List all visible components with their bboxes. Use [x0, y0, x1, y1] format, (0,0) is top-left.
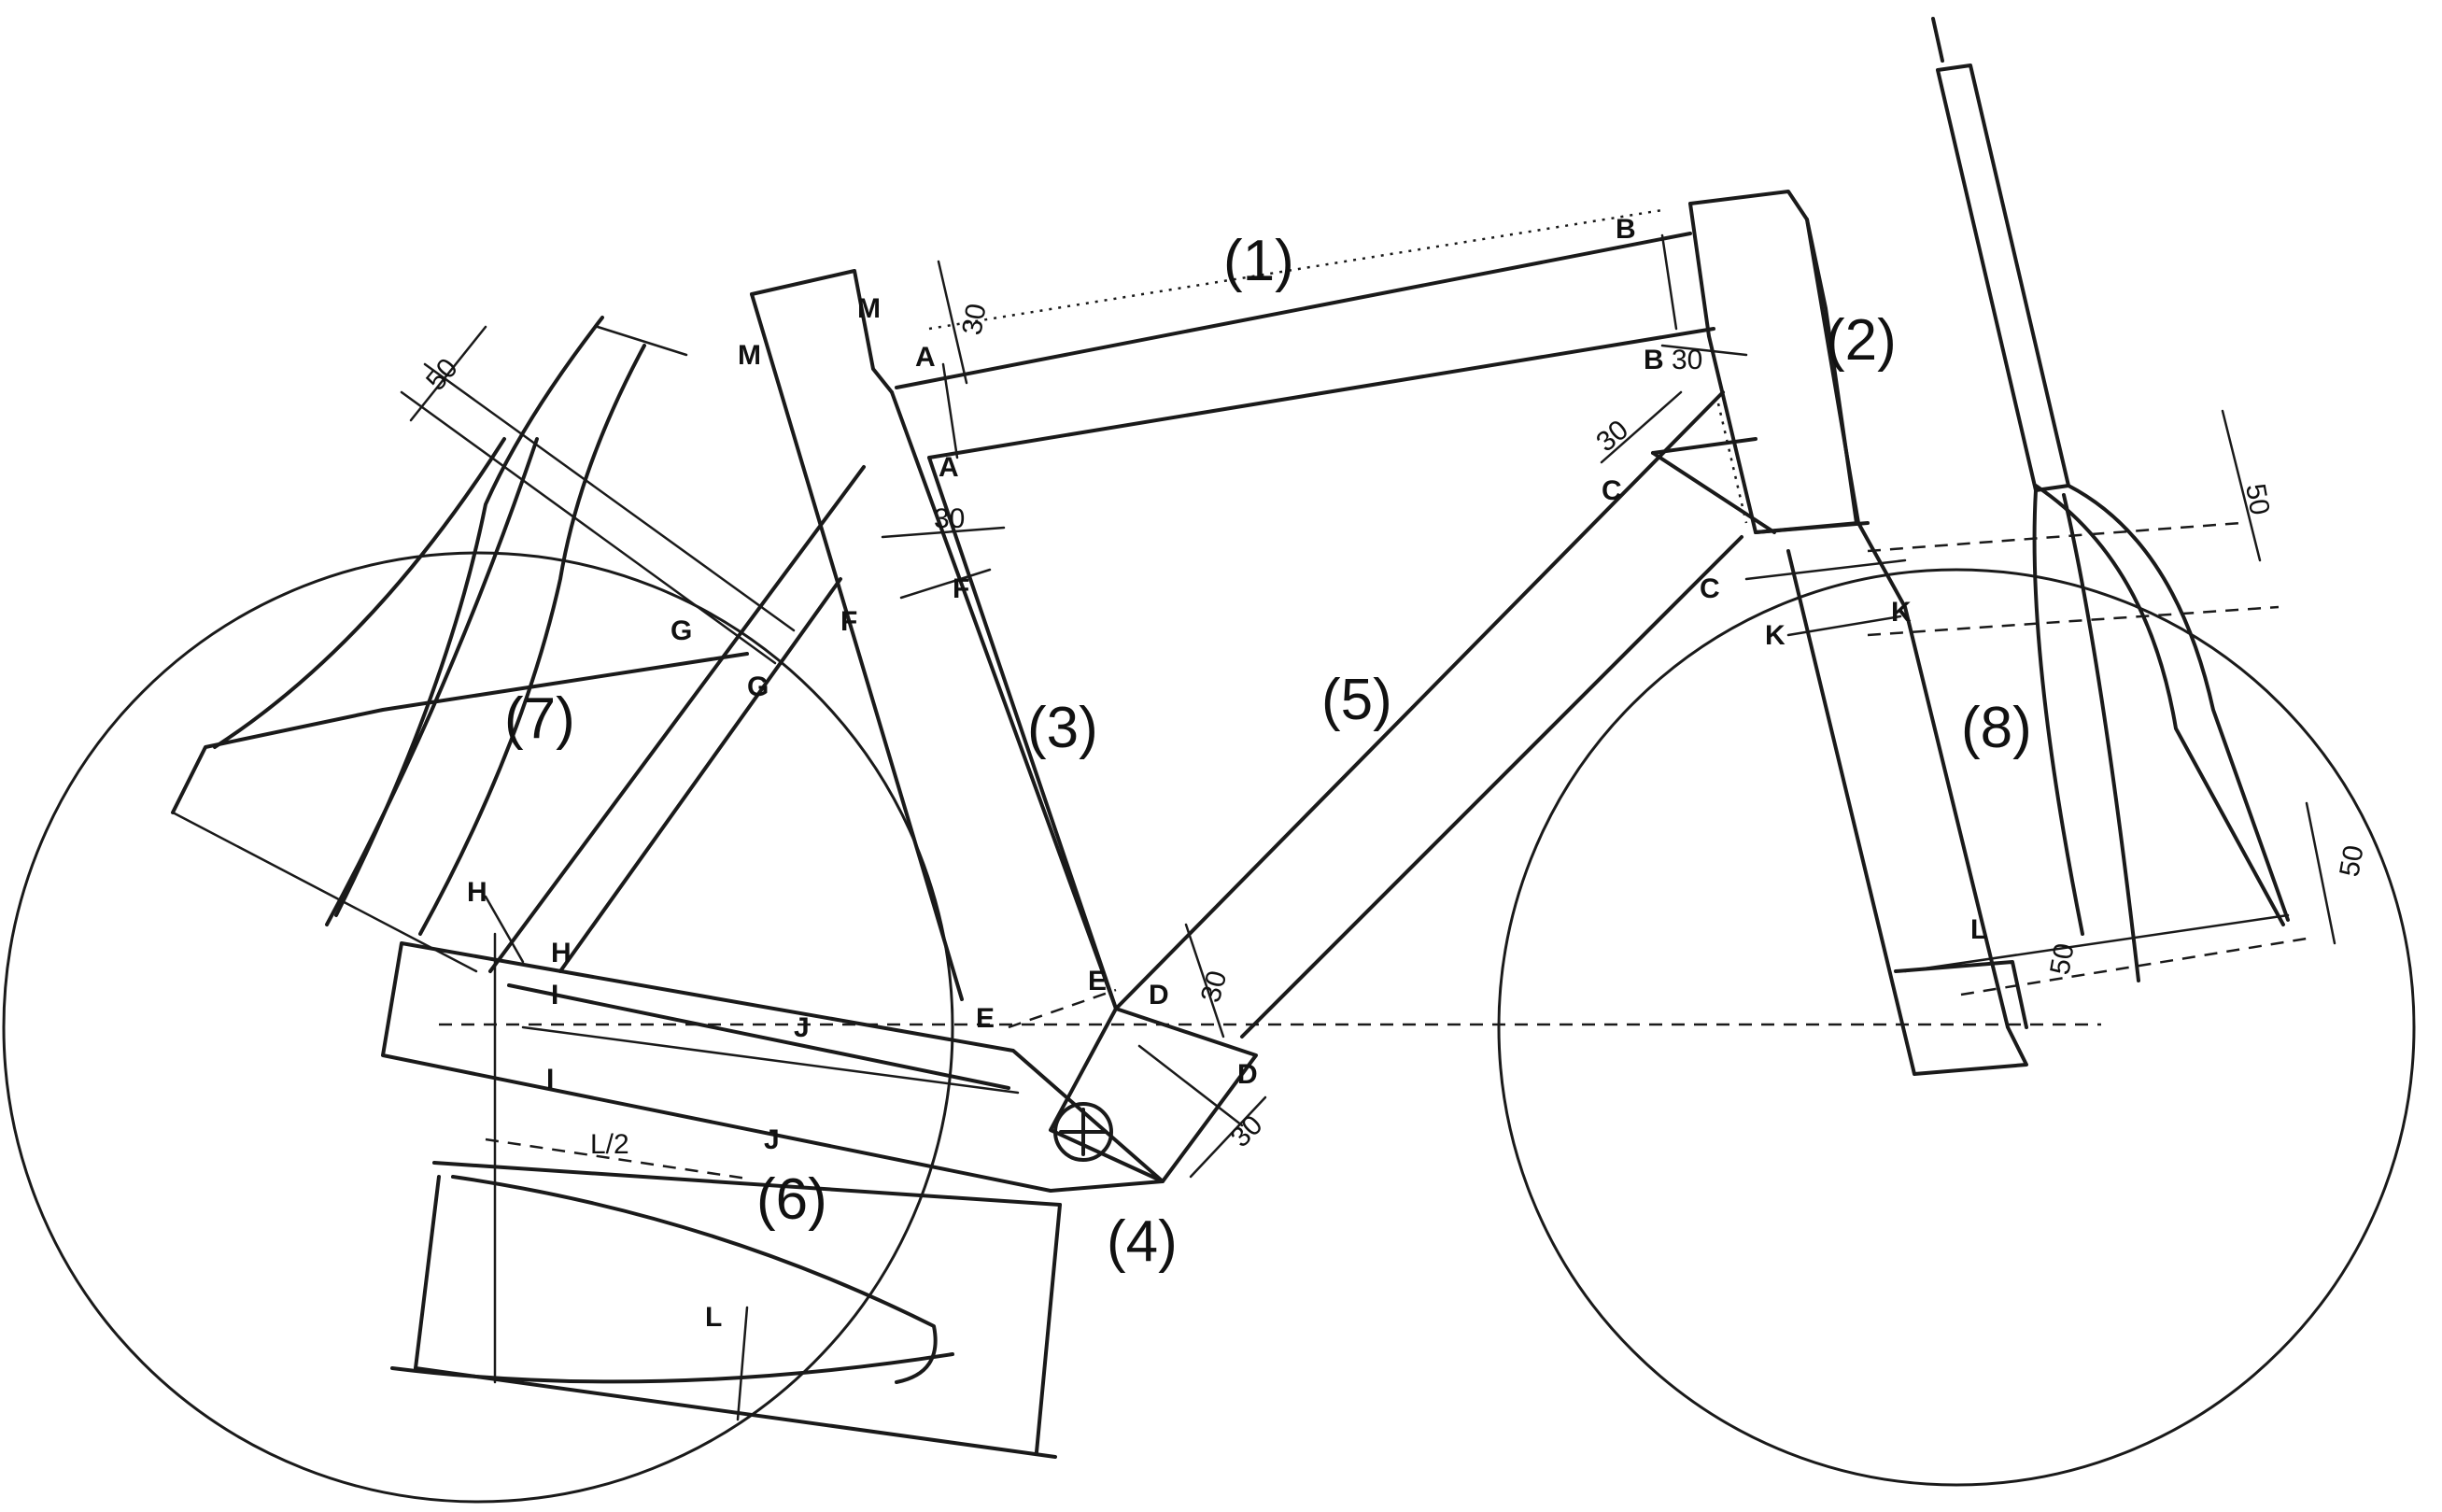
dim-30-top-tube: 30 [956, 302, 992, 338]
dim-50-fork-side: 50 [2334, 843, 2369, 880]
point-l-right: L [1970, 914, 1987, 945]
part-label-3: (3) [1027, 696, 1098, 760]
point-f-left: F [840, 606, 857, 637]
point-d-bottom: D [1237, 1059, 1258, 1090]
dim-50-fork-top: 50 [2239, 481, 2275, 517]
point-g-right: G [747, 671, 769, 702]
point-d-top: D [1149, 980, 1169, 1010]
point-k-right: K [1891, 597, 1912, 628]
point-m-right: M [857, 293, 881, 324]
point-a-top: A [915, 342, 936, 373]
dim-30-bracket: 30 [1195, 968, 1234, 1006]
top-tube [895, 208, 1715, 459]
part-label-6: (6) [756, 1167, 827, 1232]
part-label-8: (8) [1961, 696, 2032, 760]
point-c-bottom: C [1700, 573, 1720, 604]
point-j-top: J [794, 1012, 810, 1043]
point-l-left: L [705, 1302, 722, 1333]
point-e-left: E [976, 1003, 995, 1034]
part-label-5: (5) [1321, 668, 1392, 732]
point-m-left: M [738, 340, 761, 371]
point-a-bottom: A [939, 452, 959, 483]
point-h-left: H [467, 877, 487, 908]
fork [1744, 17, 2308, 1076]
point-h-right: H [551, 938, 572, 968]
point-b-top: B [1616, 214, 1636, 245]
point-i-bottom: I [546, 1064, 554, 1095]
part-label-1: (1) [1223, 229, 1294, 293]
point-e-right: E [1088, 966, 1107, 996]
seat-tube [750, 269, 1118, 1029]
dim-30-down-tube: 30 [1590, 415, 1634, 459]
dim-l-half: L/2 [590, 1129, 629, 1160]
dim-50-fork-bottom: 50 [2044, 941, 2080, 978]
front-wheel [1497, 568, 2416, 1487]
rear-wheel [2, 551, 954, 1504]
dim-30-head: 30 [1672, 345, 1702, 375]
dim-30-seat: 30 [934, 503, 965, 534]
point-g-left: G [670, 615, 692, 646]
part-label-7: (7) [504, 686, 575, 751]
chainstays [381, 932, 1165, 1459]
dim-50-seatstay: 50 [420, 353, 464, 397]
point-b-bottom: B [1644, 345, 1664, 375]
point-c-top: C [1602, 475, 1622, 506]
part-label-2: (2) [1826, 308, 1897, 373]
bottom-bracket [1049, 1007, 1258, 1183]
seatstays [171, 316, 866, 973]
point-f-right: F [953, 573, 969, 604]
part-label-4: (4) [1107, 1209, 1178, 1274]
point-k-left: K [1765, 620, 1786, 651]
dimension-lines [409, 260, 2336, 1179]
down-tube [1114, 390, 1776, 1039]
point-j-bottom: J [764, 1124, 780, 1155]
point-i-top: I [551, 980, 558, 1010]
